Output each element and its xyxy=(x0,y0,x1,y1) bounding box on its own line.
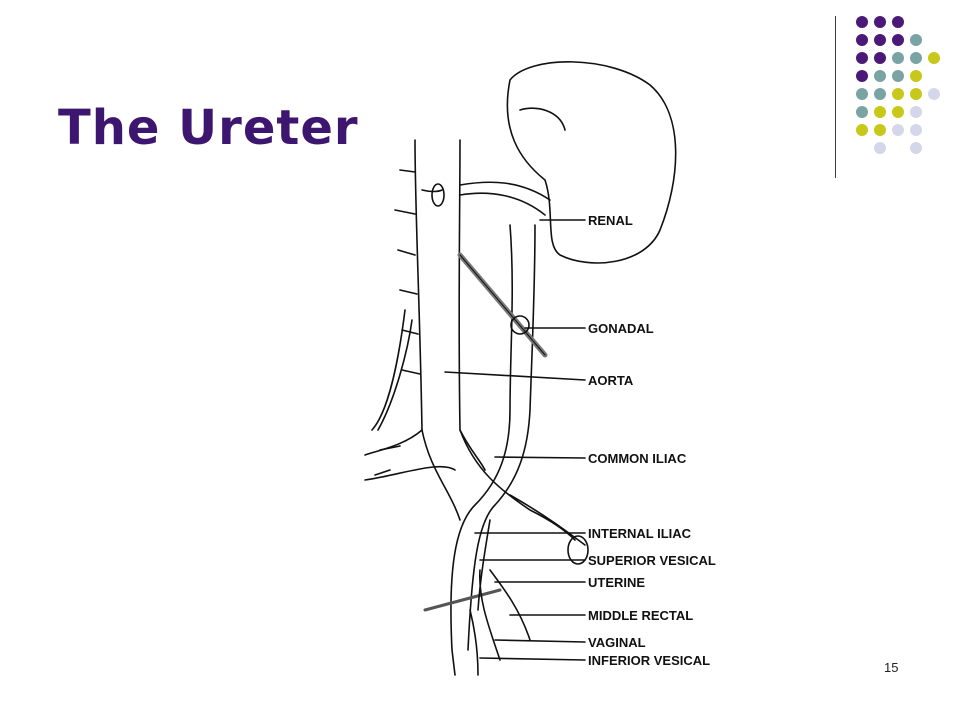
internal-iliac-vessel xyxy=(509,494,586,546)
dot-row-2 xyxy=(856,34,922,46)
label-renal: RENAL xyxy=(588,213,633,228)
dot-row-3 xyxy=(856,52,940,64)
probe xyxy=(423,588,502,612)
aorta-cut-vessel xyxy=(431,183,445,207)
aorta-outline-right xyxy=(458,139,486,471)
common-iliac-vessel xyxy=(459,429,576,541)
label-internal-iliac: INTERNAL ILIAC xyxy=(588,526,692,541)
dot-row-7 xyxy=(856,124,922,136)
label-inferior-vesical: INFERIOR VESICAL xyxy=(588,653,710,668)
dot-row-1 xyxy=(856,16,904,28)
label-aorta: AORTA xyxy=(588,373,634,388)
label-gonadal: GONADAL xyxy=(588,321,654,336)
slide-title: The Ureter xyxy=(58,100,359,156)
dot-row-5 xyxy=(856,88,940,100)
dot-row-4 xyxy=(856,70,922,82)
aorta-branch-stub xyxy=(421,189,443,193)
label-uterine: UTERINE xyxy=(588,575,645,590)
kidney-shape xyxy=(506,61,677,264)
label-superior-vesical: SUPERIOR VESICAL xyxy=(588,553,716,568)
ivc-left-branch xyxy=(364,465,456,481)
aorta-outline-left xyxy=(364,139,423,456)
dot-row-8 xyxy=(874,142,922,154)
ureter-tube-right xyxy=(467,224,536,651)
ureter-tube-left xyxy=(450,224,514,676)
label-middle-rectal: MIDDLE RECTAL xyxy=(588,608,693,623)
decorative-divider-line xyxy=(835,16,836,178)
page-number: 15 xyxy=(884,660,899,675)
label-common-iliac: COMMON ILIAC xyxy=(588,451,687,466)
ureter-anatomy-diagram: RENAL GONADAL AORTA COMMON ILIAC INTERNA… xyxy=(364,61,716,676)
kidney-hilum xyxy=(519,107,566,131)
dot-row-6 xyxy=(856,106,922,118)
renal-vessel xyxy=(459,181,551,201)
label-vaginal: VAGINAL xyxy=(588,635,646,650)
gonadal-crossing xyxy=(510,315,530,335)
